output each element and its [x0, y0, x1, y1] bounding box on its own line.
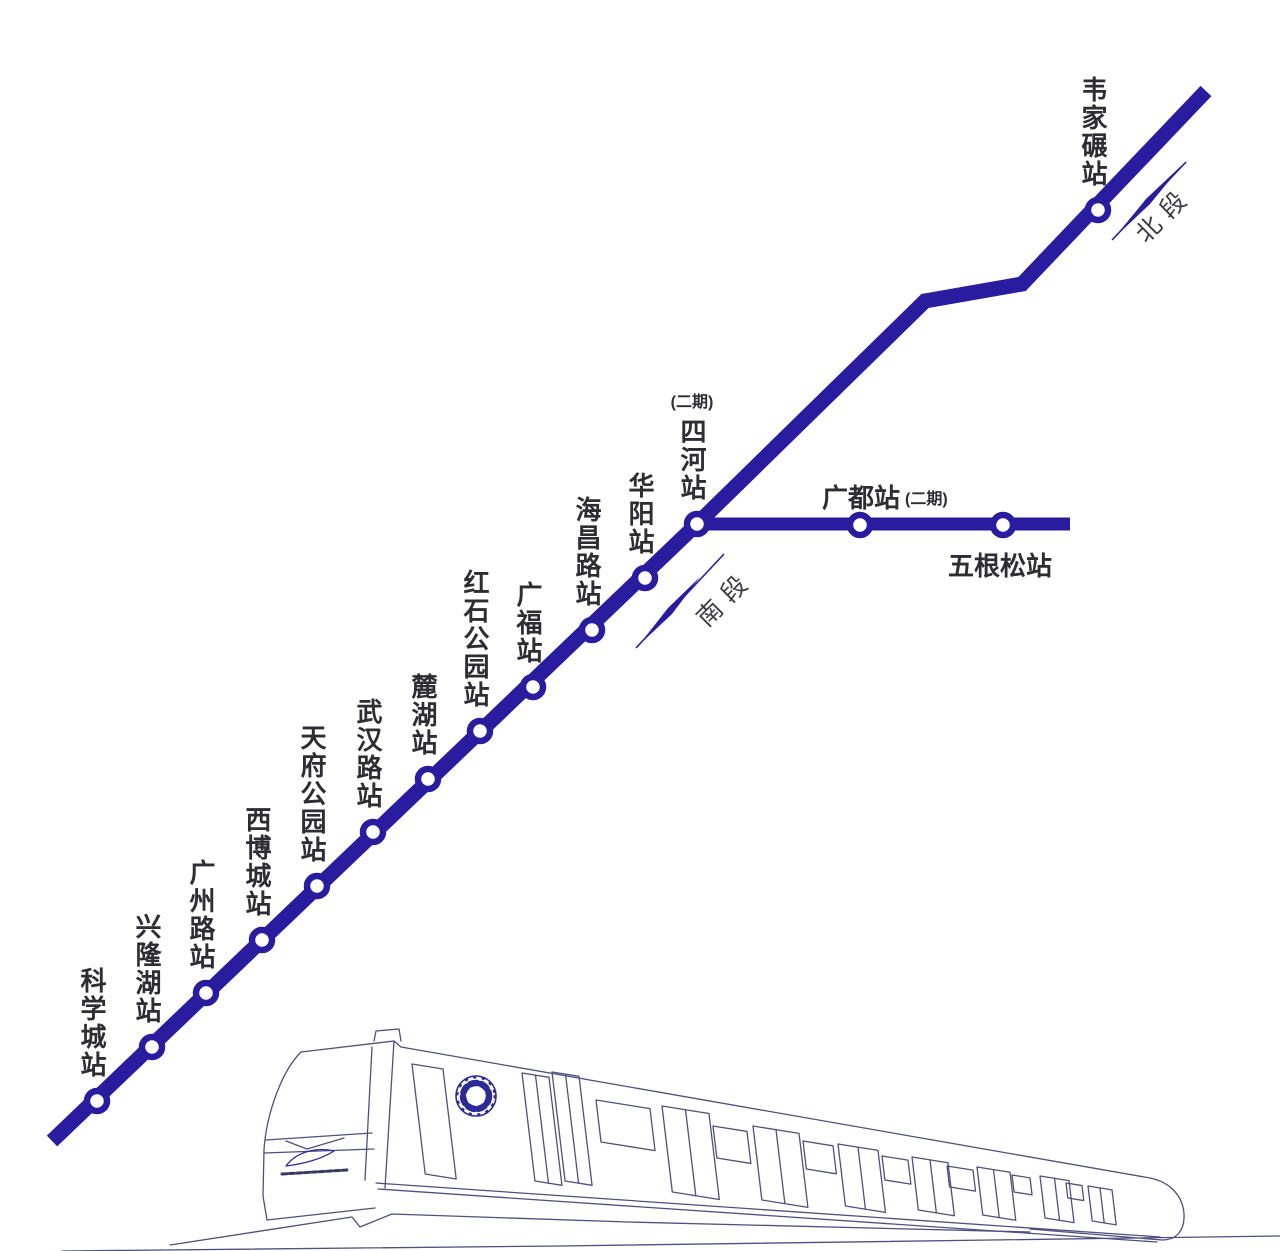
train-door: [411, 1063, 457, 1180]
station-name: 广都站: [822, 483, 901, 513]
train-door-split: [857, 1146, 867, 1210]
station-marker: [303, 872, 331, 900]
train-roof-box: [373, 1028, 402, 1042]
station-label: 华阳站: [625, 472, 655, 556]
train-door: [911, 1156, 956, 1217]
train-door-split: [564, 1073, 580, 1184]
train-door: [837, 1143, 887, 1214]
train-front-skirt: [262, 1195, 376, 1221]
station-marker: [192, 979, 220, 1007]
train-illustration: [61, 1028, 1280, 1251]
train-body-outline: [262, 1040, 1185, 1241]
station-label: 广福站: [513, 581, 543, 665]
train-nose-logo: [285, 1148, 335, 1167]
main-line: [46, 85, 1212, 1147]
train-door-split: [1053, 1177, 1061, 1221]
station-label: 广州路站: [186, 859, 216, 971]
section-pointer-spindle: [639, 577, 700, 645]
train-window: [946, 1165, 977, 1192]
station-label: 科学城站: [77, 967, 107, 1079]
station-label: 广都站(二期): [822, 478, 948, 515]
station-marker: [248, 926, 276, 954]
train-door: [661, 1105, 720, 1201]
station-markers: [83, 196, 1112, 1115]
station-marker: [846, 511, 874, 539]
station-label: 四河站: [677, 418, 707, 502]
train-door: [521, 1072, 563, 1186]
station-marker: [414, 765, 442, 793]
section-pointers: [635, 161, 1187, 649]
train-door-split: [684, 1109, 697, 1197]
station-name: 五根松站: [948, 551, 1053, 581]
station-marker: [1084, 196, 1112, 224]
train-door: [1087, 1185, 1117, 1226]
station-label: 韦家碾站: [1078, 76, 1108, 188]
ground-wedge: [169, 1213, 1031, 1246]
station-marker: [578, 616, 606, 644]
station-label: 麓湖站: [408, 673, 438, 757]
station-label: 天府公园站: [297, 724, 327, 864]
train-door-split: [929, 1159, 938, 1214]
train-door-split: [992, 1168, 1000, 1219]
train-door: [976, 1166, 1017, 1221]
station-marker: [83, 1087, 111, 1115]
ground-line: [61, 1235, 1280, 1251]
train-door-split: [775, 1129, 786, 1205]
station-phase-annotation: (二期): [670, 394, 714, 411]
section-pointer-spindle: [1114, 165, 1182, 238]
station-label: 武汉路站: [353, 698, 383, 810]
train-window: [1065, 1182, 1085, 1202]
train-window: [881, 1155, 912, 1185]
station-marker: [138, 1033, 166, 1061]
train-nose-wordmark: [280, 1168, 349, 1176]
train-door: [752, 1125, 809, 1209]
train-window: [802, 1140, 838, 1175]
metro-roundel-logo: [455, 1075, 497, 1117]
station-marker: [359, 818, 387, 846]
station-marker: [683, 510, 711, 538]
train-door-split: [534, 1074, 550, 1184]
station-label: 兴隆湖站: [132, 913, 162, 1025]
train-window: [595, 1099, 656, 1152]
train-door: [1039, 1175, 1075, 1224]
station-label: 西博城站: [242, 806, 272, 918]
station-marker: [466, 717, 494, 745]
train-door-split: [1099, 1187, 1105, 1224]
train-window: [1011, 1174, 1033, 1196]
station-phase-annotation: (二期): [905, 491, 948, 508]
station-marker: [631, 564, 659, 592]
train-panels: [411, 1063, 1117, 1226]
station-marker: [519, 673, 547, 701]
train-door: [551, 1071, 593, 1186]
station-marker: [989, 511, 1017, 539]
train-window: [712, 1125, 752, 1165]
station-label: 红石公园站: [460, 569, 490, 709]
station-label: 海昌路站: [572, 496, 602, 608]
station-label: 五根松站: [948, 546, 1052, 583]
